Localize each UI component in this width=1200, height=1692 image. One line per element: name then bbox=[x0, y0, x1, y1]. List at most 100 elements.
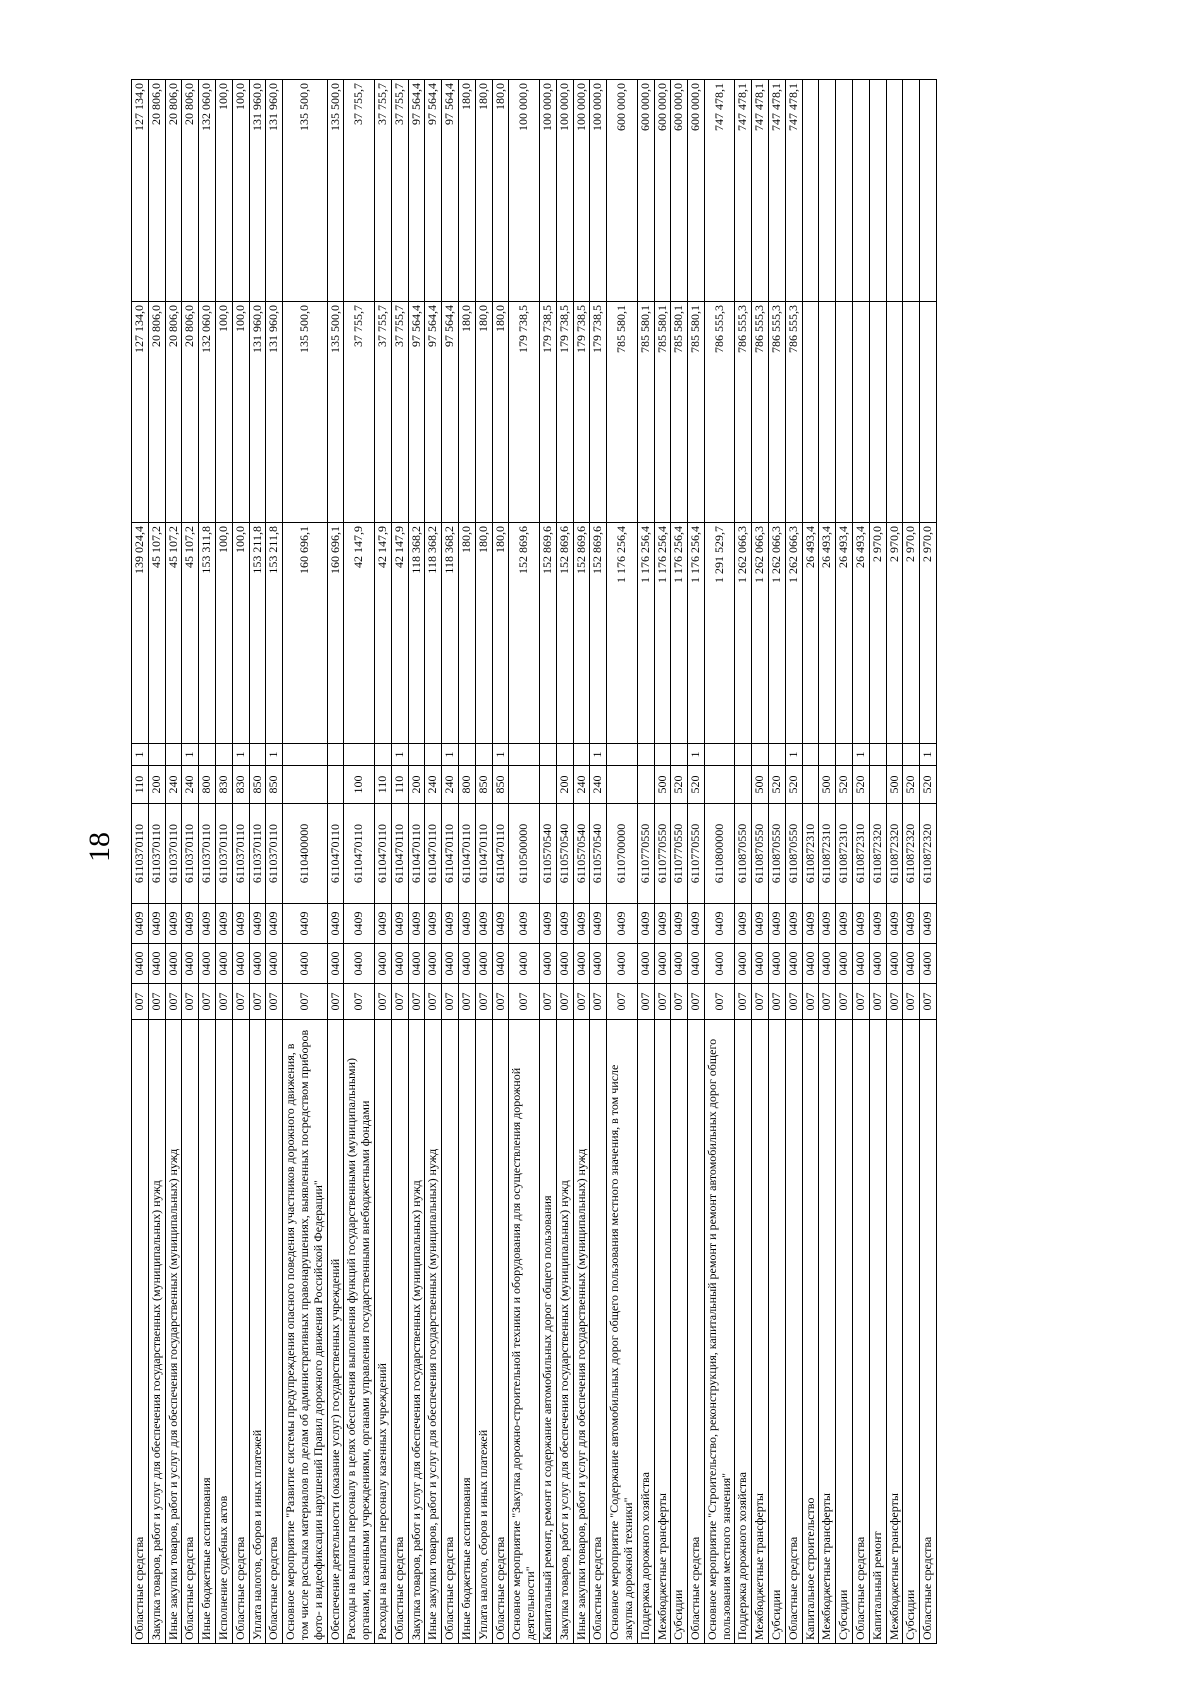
cell-pr: 0409 bbox=[589, 903, 607, 944]
cell-value-1: 2 970,0 bbox=[886, 522, 903, 744]
cell-gr: 007 bbox=[249, 983, 266, 1020]
cell-value-1: 1 262 066,3 bbox=[768, 522, 786, 744]
cell-csr: 6110370110 bbox=[165, 803, 182, 904]
cell-value-1: 160 696,1 bbox=[282, 522, 328, 744]
cell-value-2: 785 580,1 bbox=[637, 301, 654, 523]
cell-value-2: 127 134,0 bbox=[131, 301, 149, 523]
cell-rz: 0400 bbox=[852, 943, 870, 984]
cell-csr: 6110770550 bbox=[637, 803, 654, 904]
cell-value-2 bbox=[886, 301, 903, 523]
cell-mark bbox=[198, 743, 216, 766]
cell-pr: 0409 bbox=[249, 903, 266, 944]
cell-rz: 0400 bbox=[215, 943, 233, 984]
cell-value-1: 42 147,9 bbox=[391, 522, 409, 744]
cell-mark bbox=[249, 743, 266, 766]
cell-pr: 0409 bbox=[886, 903, 903, 944]
cell-pr: 0409 bbox=[232, 903, 250, 944]
cell-vr: 520 bbox=[687, 765, 705, 804]
row-name: Областные средства bbox=[232, 1019, 250, 1644]
cell-value-2: 179 738,5 bbox=[573, 301, 590, 523]
cell-value-3: 100 000,0 bbox=[508, 79, 540, 302]
cell-pr: 0409 bbox=[637, 903, 654, 944]
cell-rz: 0400 bbox=[374, 943, 392, 984]
cell-rz: 0400 bbox=[391, 943, 409, 984]
cell-mark: 1 bbox=[391, 743, 409, 766]
cell-csr: 6110370110 bbox=[215, 803, 233, 904]
cell-mark bbox=[458, 743, 476, 766]
cell-pr: 0409 bbox=[734, 903, 752, 944]
cell-vr: 520 bbox=[902, 765, 920, 804]
cell-value-1: 1 176 256,4 bbox=[670, 522, 688, 744]
cell-value-1: 42 147,9 bbox=[343, 522, 375, 744]
row-name: Расходы на выплаты персоналу казенных уч… bbox=[374, 1019, 392, 1644]
cell-csr: 6110870550 bbox=[768, 803, 786, 904]
cell-value-1: 180,0 bbox=[492, 522, 509, 744]
cell-rz: 0400 bbox=[232, 943, 250, 984]
cell-rz: 0400 bbox=[802, 943, 819, 984]
cell-csr: 6110470110 bbox=[408, 803, 425, 904]
cell-mark bbox=[818, 743, 836, 766]
cell-value-1: 1 262 066,3 bbox=[751, 522, 769, 744]
cell-value-3: 135 500,0 bbox=[282, 79, 328, 302]
cell-csr: 6110872310 bbox=[852, 803, 870, 904]
cell-vr: 110 bbox=[131, 765, 149, 804]
cell-csr: 6110370110 bbox=[198, 803, 216, 904]
cell-value-3: 97 564,4 bbox=[408, 79, 425, 302]
cell-mark bbox=[802, 743, 819, 766]
cell-csr: 6110570540 bbox=[556, 803, 574, 904]
cell-value-3 bbox=[835, 79, 853, 302]
cell-vr: 200 bbox=[408, 765, 425, 804]
cell-value-3 bbox=[852, 79, 870, 302]
table-row: Обеспечение деятельности (оказание услуг… bbox=[327, 79, 344, 1644]
cell-vr: 850 bbox=[265, 765, 283, 804]
cell-value-1: 153 211,8 bbox=[265, 522, 283, 744]
cell-rz: 0400 bbox=[919, 943, 937, 984]
cell-value-2: 97 564,4 bbox=[441, 301, 459, 523]
cell-value-2: 100,0 bbox=[232, 301, 250, 523]
cell-value-2: 131 960,0 bbox=[265, 301, 283, 523]
cell-rz: 0400 bbox=[768, 943, 786, 984]
cell-gr: 007 bbox=[374, 983, 392, 1020]
cell-value-3: 20 806,0 bbox=[181, 79, 199, 302]
cell-value-1: 153 311,8 bbox=[198, 522, 216, 744]
cell-gr: 007 bbox=[768, 983, 786, 1020]
cell-rz: 0400 bbox=[734, 943, 752, 984]
cell-value-2: 180,0 bbox=[458, 301, 476, 523]
cell-value-3 bbox=[869, 79, 887, 302]
cell-rz: 0400 bbox=[508, 943, 540, 984]
cell-vr: 240 bbox=[181, 765, 199, 804]
cell-gr: 007 bbox=[475, 983, 493, 1020]
cell-value-1: 26 493,4 bbox=[802, 522, 819, 744]
cell-vr: 520 bbox=[670, 765, 688, 804]
cell-mark: 1 bbox=[492, 743, 509, 766]
cell-rz: 0400 bbox=[265, 943, 283, 984]
row-name: Субсидии bbox=[835, 1019, 853, 1644]
row-name: Областные средства bbox=[589, 1019, 607, 1644]
cell-value-3: 100 000,0 bbox=[556, 79, 574, 302]
cell-value-1: 139 024,4 bbox=[131, 522, 149, 744]
cell-vr bbox=[508, 765, 540, 804]
cell-vr: 240 bbox=[424, 765, 442, 804]
table-row: Расходы на выплаты персоналу в целях обе… bbox=[343, 79, 375, 1644]
cell-value-2: 180,0 bbox=[475, 301, 493, 523]
row-name: Областные средства bbox=[391, 1019, 409, 1644]
cell-vr: 850 bbox=[475, 765, 493, 804]
cell-value-3: 600 000,0 bbox=[637, 79, 654, 302]
cell-mark bbox=[835, 743, 853, 766]
cell-value-1: 1 262 066,3 bbox=[785, 522, 803, 744]
row-name: Субсидии bbox=[902, 1019, 920, 1644]
cell-rz: 0400 bbox=[556, 943, 574, 984]
row-name: Субсидии bbox=[670, 1019, 688, 1644]
cell-pr: 0409 bbox=[181, 903, 199, 944]
cell-mark bbox=[408, 743, 425, 766]
row-name: Основное мероприятие "Строительство, рек… bbox=[704, 1019, 735, 1644]
cell-gr: 007 bbox=[539, 983, 557, 1020]
cell-csr: 6110470110 bbox=[374, 803, 392, 904]
